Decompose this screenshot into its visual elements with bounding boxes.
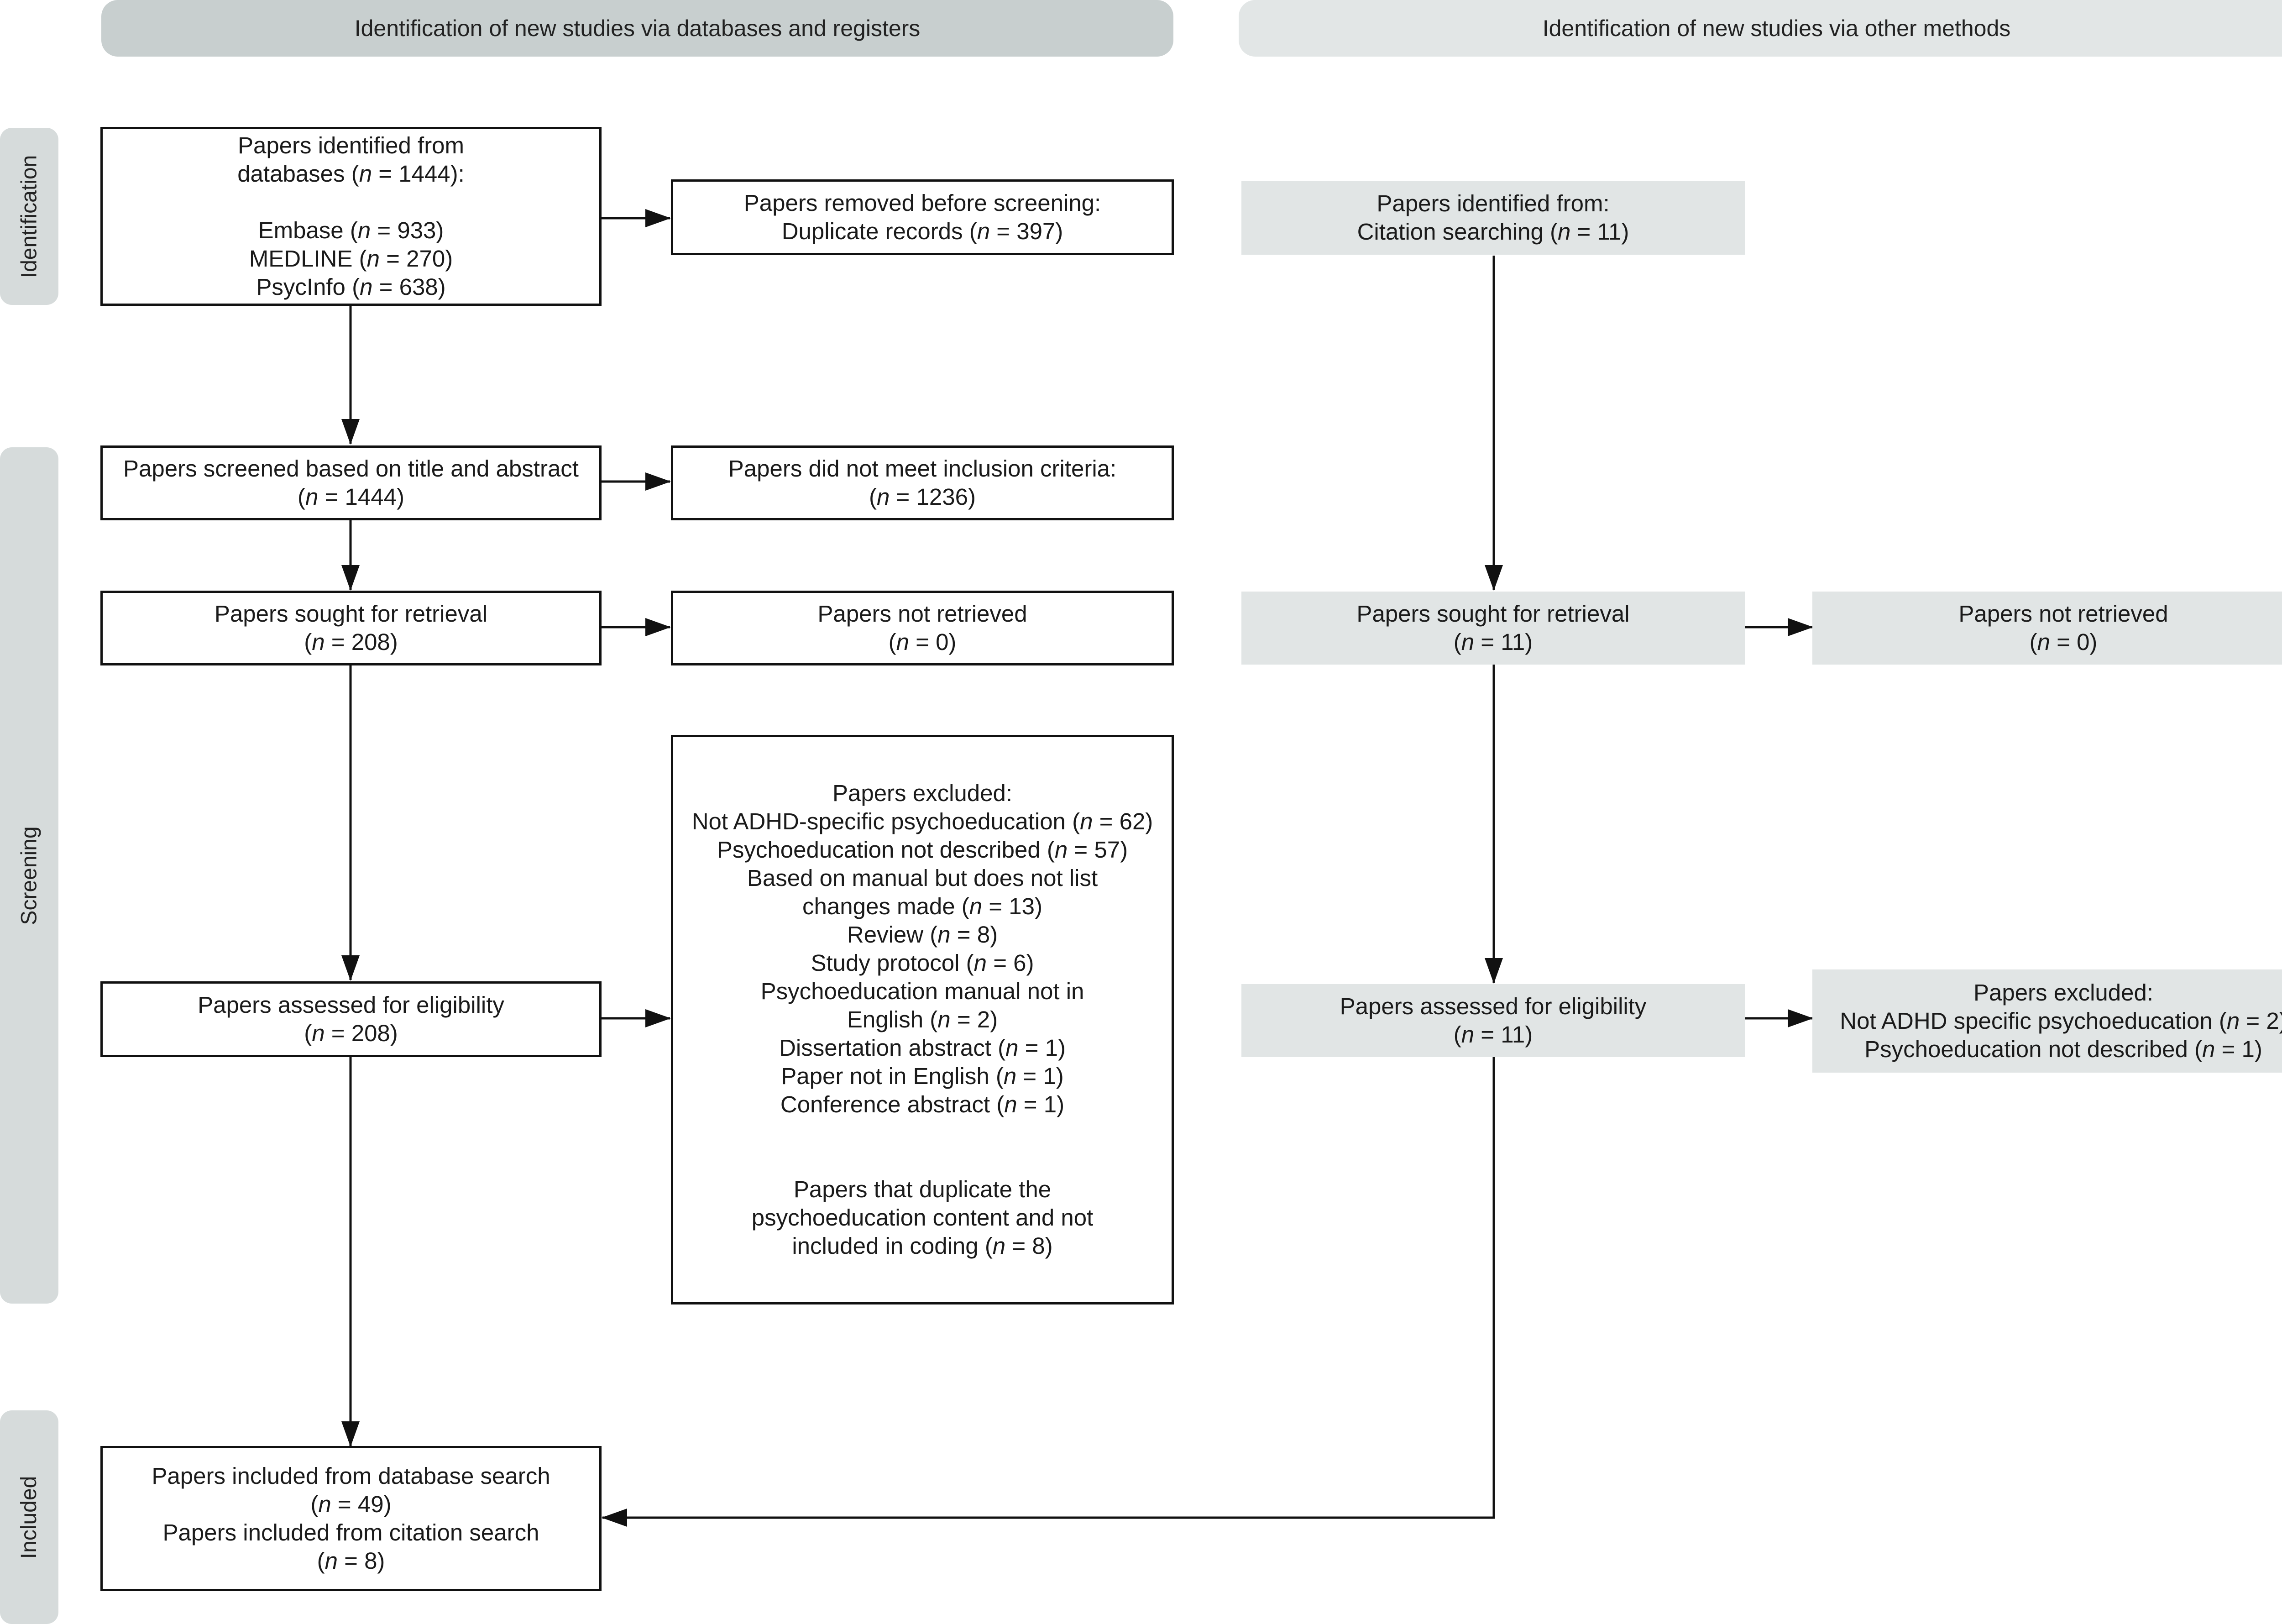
box-line: (n = 11) xyxy=(1453,629,1533,655)
box-line: Papers excluded: xyxy=(832,780,1013,806)
box-line: Paper not in English (n = 1) xyxy=(781,1063,1064,1089)
box-db-assessed: Papers assessed for eligibility(n = 208) xyxy=(100,981,602,1057)
box-other-assessed: Papers assessed for eligibility (n = 11) xyxy=(1241,984,1745,1057)
box-line: Not ADHD specific psychoeducation (n = 2… xyxy=(1840,1008,2282,1034)
box-db-screened: Papers screened based on title and abstr… xyxy=(100,445,602,520)
box-other-not-retrieved: Papers not retrieved(n = 0) xyxy=(1812,592,2282,665)
box-line: Papers included from database search xyxy=(152,1463,550,1489)
header-other-methods: Identification of new studies via other … xyxy=(1239,0,2282,57)
box-line: databases (n = 1444): xyxy=(237,161,465,187)
box-line: changes made (n = 13) xyxy=(802,893,1042,919)
box-line: (n = 0) xyxy=(888,629,957,655)
phase-included: Included xyxy=(0,1410,58,1624)
box-other-sought: Papers sought for retrieval(n = 11) xyxy=(1241,592,1745,665)
box-line: Papers assessed for eligibility xyxy=(1340,993,1647,1019)
box-line: Psychoeducation manual not in xyxy=(760,978,1084,1004)
box-db-excluded: Papers excluded:Not ADHD-specific psycho… xyxy=(671,735,1174,1304)
box-line: included in coding (n = 8) xyxy=(792,1233,1053,1259)
box-line: Embase (n = 933) xyxy=(258,217,444,243)
box-line: Conference abstract (n = 1) xyxy=(780,1091,1065,1117)
box-db-not-meet: Papers did not meet inclusion criteria:(… xyxy=(671,445,1174,520)
box-line: (n = 0) xyxy=(2029,629,2098,655)
box-line: Based on manual but does not list xyxy=(747,865,1098,891)
box-line: Dissertation abstract (n = 1) xyxy=(779,1035,1066,1061)
box-line: MEDLINE (n = 270) xyxy=(249,246,453,272)
box-line: Papers excluded: xyxy=(1973,980,2154,1006)
box-db-removed: Papers removed before screening:Duplicat… xyxy=(671,179,1174,255)
box-line: (n = 208) xyxy=(304,629,398,655)
box-line: Citation searching (n = 11) xyxy=(1357,219,1629,245)
box-line: Papers did not meet inclusion criteria: xyxy=(728,456,1117,482)
box-line: Papers assessed for eligibility xyxy=(198,992,504,1018)
box-line: Papers identified from: xyxy=(1377,190,1610,216)
box-line: Papers removed before screening: xyxy=(743,190,1101,216)
box-line: Papers not retrieved xyxy=(817,601,1027,627)
box-included: Papers included from database search(n =… xyxy=(100,1446,602,1591)
box-other-identified: Papers identified from: Citation searchin… xyxy=(1241,181,1745,255)
box-line: English (n = 2) xyxy=(847,1006,998,1032)
box-line: (n = 8) xyxy=(317,1548,385,1574)
phase-screening: Screening xyxy=(0,447,58,1304)
box-line: Papers not retrieved xyxy=(1958,601,2168,627)
box-db-identified: Papers identified from databases (n = 144… xyxy=(100,127,602,306)
box-line: PsycInfo (n = 638) xyxy=(256,274,446,300)
box-db-sought: Papers sought for retrieval(n = 208) xyxy=(100,591,602,665)
box-line: Duplicate records (n = 397) xyxy=(781,218,1063,244)
box-line: Papers included from citation search xyxy=(162,1519,539,1545)
box-line: (n = 11) xyxy=(1453,1022,1533,1048)
arrow-other-assessed-to-included xyxy=(602,1057,1495,1527)
box-other-excluded: Papers excluded:Not ADHD specific psycho… xyxy=(1812,969,2282,1073)
box-line: (n = 1444) xyxy=(298,484,404,510)
box-line: Papers sought for retrieval xyxy=(214,601,488,627)
box-line: Psychoeducation not described (n = 1) xyxy=(1864,1036,2262,1062)
box-line: Study protocol (n = 6) xyxy=(811,950,1034,976)
box-line: (n = 1236) xyxy=(869,484,976,510)
phase-identification: Identification xyxy=(0,128,58,305)
box-line: Not ADHD-specific psychoeducation (n = 6… xyxy=(691,808,1153,834)
box-line: Papers sought for retrieval xyxy=(1356,601,1630,627)
box-line: Psychoeducation not described (n = 57) xyxy=(717,837,1128,863)
box-line: psychoeducation content and not xyxy=(751,1205,1094,1231)
box-line: (n = 49) xyxy=(310,1491,392,1517)
box-line: Papers that duplicate the xyxy=(793,1176,1052,1202)
box-line: (n = 208) xyxy=(304,1020,398,1046)
box-db-not-retrieved: Papers not retrieved(n = 0) xyxy=(671,591,1174,665)
box-line: Review (n = 8) xyxy=(847,922,998,948)
box-line: Papers screened based on title and abstr… xyxy=(123,456,579,482)
header-databases: Identification of new studies via databa… xyxy=(101,0,1173,57)
box-line: Papers identified from xyxy=(237,132,465,158)
